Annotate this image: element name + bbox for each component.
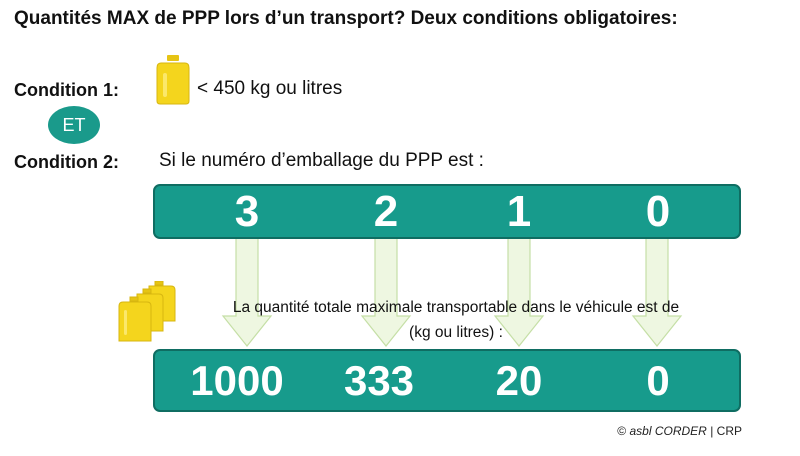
condition-2-text: Si le numéro d’emballage du PPP est : <box>159 150 484 171</box>
description-line-1: La quantité totale maximale transportabl… <box>232 299 680 316</box>
down-arrow-icon <box>493 237 545 347</box>
copyright-notice: © asbl CORDER | CRP <box>617 424 742 438</box>
copyright-separator: | <box>710 424 714 438</box>
page-title: Quantités MAX de PPP lors d’un transport… <box>14 8 678 29</box>
max-quantity-bar: 1000 333 20 0 <box>153 349 741 412</box>
max-quantity-1000: 1000 <box>190 356 284 404</box>
down-arrow-icon <box>631 237 683 347</box>
description-text: La quantité totale maximale transportabl… <box>186 295 726 345</box>
max-quantity-20: 20 <box>495 356 543 404</box>
condition-2-label: Condition 2: <box>14 152 119 172</box>
copyright-suffix: CRP <box>716 424 742 438</box>
max-quantity-0: 0 <box>646 356 670 404</box>
copyright-org: asbl CORDER <box>629 424 707 438</box>
packaging-number-3: 3 <box>234 186 260 236</box>
condition-1-text: < 450 kg ou litres <box>197 78 343 99</box>
packaging-number-bar: 3 2 1 0 <box>153 184 741 239</box>
down-arrow-icon <box>221 237 273 347</box>
packaging-number-1: 1 <box>506 186 532 236</box>
jerrycans-icon <box>117 280 179 348</box>
max-quantity-333: 333 <box>343 356 415 404</box>
jerrycan-icon <box>155 55 191 110</box>
packaging-number-2: 2 <box>373 186 399 236</box>
packaging-number-0: 0 <box>645 186 671 236</box>
down-arrow-icon <box>360 237 412 347</box>
condition-1-label: Condition 1: <box>14 80 119 100</box>
copyright-symbol: © <box>617 424 627 438</box>
description-line-2: (kg ou litres) : <box>409 324 503 341</box>
et-badge: ET <box>48 106 100 144</box>
